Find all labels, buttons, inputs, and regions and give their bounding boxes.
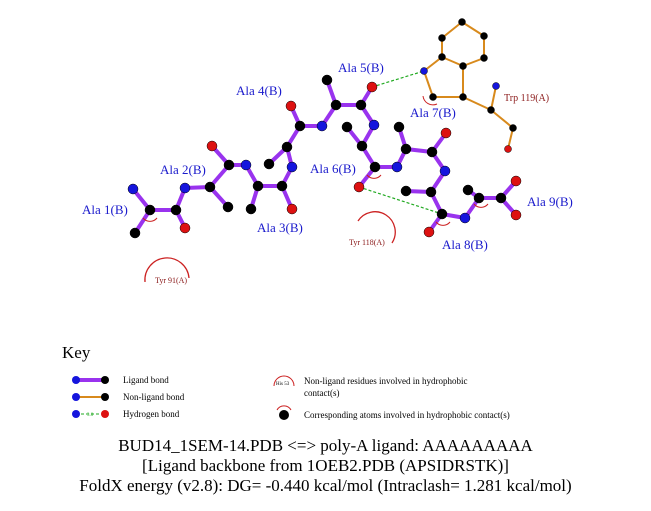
key-hydrophobic-example: His 53: [276, 382, 290, 387]
atoms: [127, 18, 522, 239]
footer-backbone: [Ligand backbone from 1OEB2.PDB (APSIDRS…: [142, 456, 509, 475]
label-ala7: Ala 7(B): [410, 105, 456, 120]
key-hydrophobic-atom-sample: [276, 405, 292, 420]
key-hydrophobic-atoms-label: Corresponding atoms involved in hydropho…: [304, 410, 510, 420]
footer-title: BUD14_1SEM-14.PDB <=> poly-A ligand: AAA…: [118, 436, 533, 455]
nonligand-bonds: [423, 21, 514, 150]
label-tyr91: Tyr 91(A): [155, 276, 187, 285]
key-hydrophobic-residues-label: Non-ligand residues involved in hydropho…: [304, 376, 467, 386]
hydrophobic-residue-arcs: [144, 211, 396, 283]
label-trp119: Trp 119(A): [504, 93, 549, 104]
label-ala8: Ala 8(B): [442, 237, 488, 252]
key: Key Ligand bond Non-ligand bond 3.0 Hydr…: [62, 343, 510, 420]
label-ala3: Ala 3(B): [257, 220, 303, 235]
label-ala4: Ala 4(B): [236, 83, 282, 98]
key-hydrophobic-residues-label-2: contact(s): [304, 388, 339, 398]
key-hbond-distance: 3.0: [87, 413, 94, 418]
hydrophobic-atom-marks: [142, 95, 489, 226]
key-nonligand-bond-sample: [72, 393, 109, 401]
label-tyr118: Tyr 118(A): [349, 238, 385, 247]
label-ala9: Ala 9(B): [527, 194, 573, 209]
hydrogen-bonds: [358, 70, 443, 215]
label-ala5: Ala 5(B): [338, 60, 384, 75]
key-ligand-bond-sample: [72, 376, 109, 384]
key-title: Key: [62, 343, 91, 362]
key-nonligand-bond-label: Non-ligand bond: [123, 392, 185, 402]
ligand-bonds: [131, 78, 518, 235]
key-hydrogen-bond-label: Hydrogen bond: [123, 409, 180, 419]
key-hydrophobic-residue-sample: His 53: [273, 375, 295, 387]
label-ala1: Ala 1(B): [82, 202, 128, 217]
key-ligand-bond-label: Ligand bond: [123, 375, 169, 385]
label-ala2: Ala 2(B): [160, 162, 206, 177]
label-ala6: Ala 6(B): [310, 161, 356, 176]
residue-labels: Ala 1(B) Ala 2(B) Ala 3(B) Ala 4(B) Ala …: [82, 60, 573, 285]
footer-energy: FoldX energy (v2.8): DG= -0.440 kcal/mol…: [79, 476, 572, 495]
key-hydrogen-bond-sample: 3.0: [72, 410, 109, 418]
